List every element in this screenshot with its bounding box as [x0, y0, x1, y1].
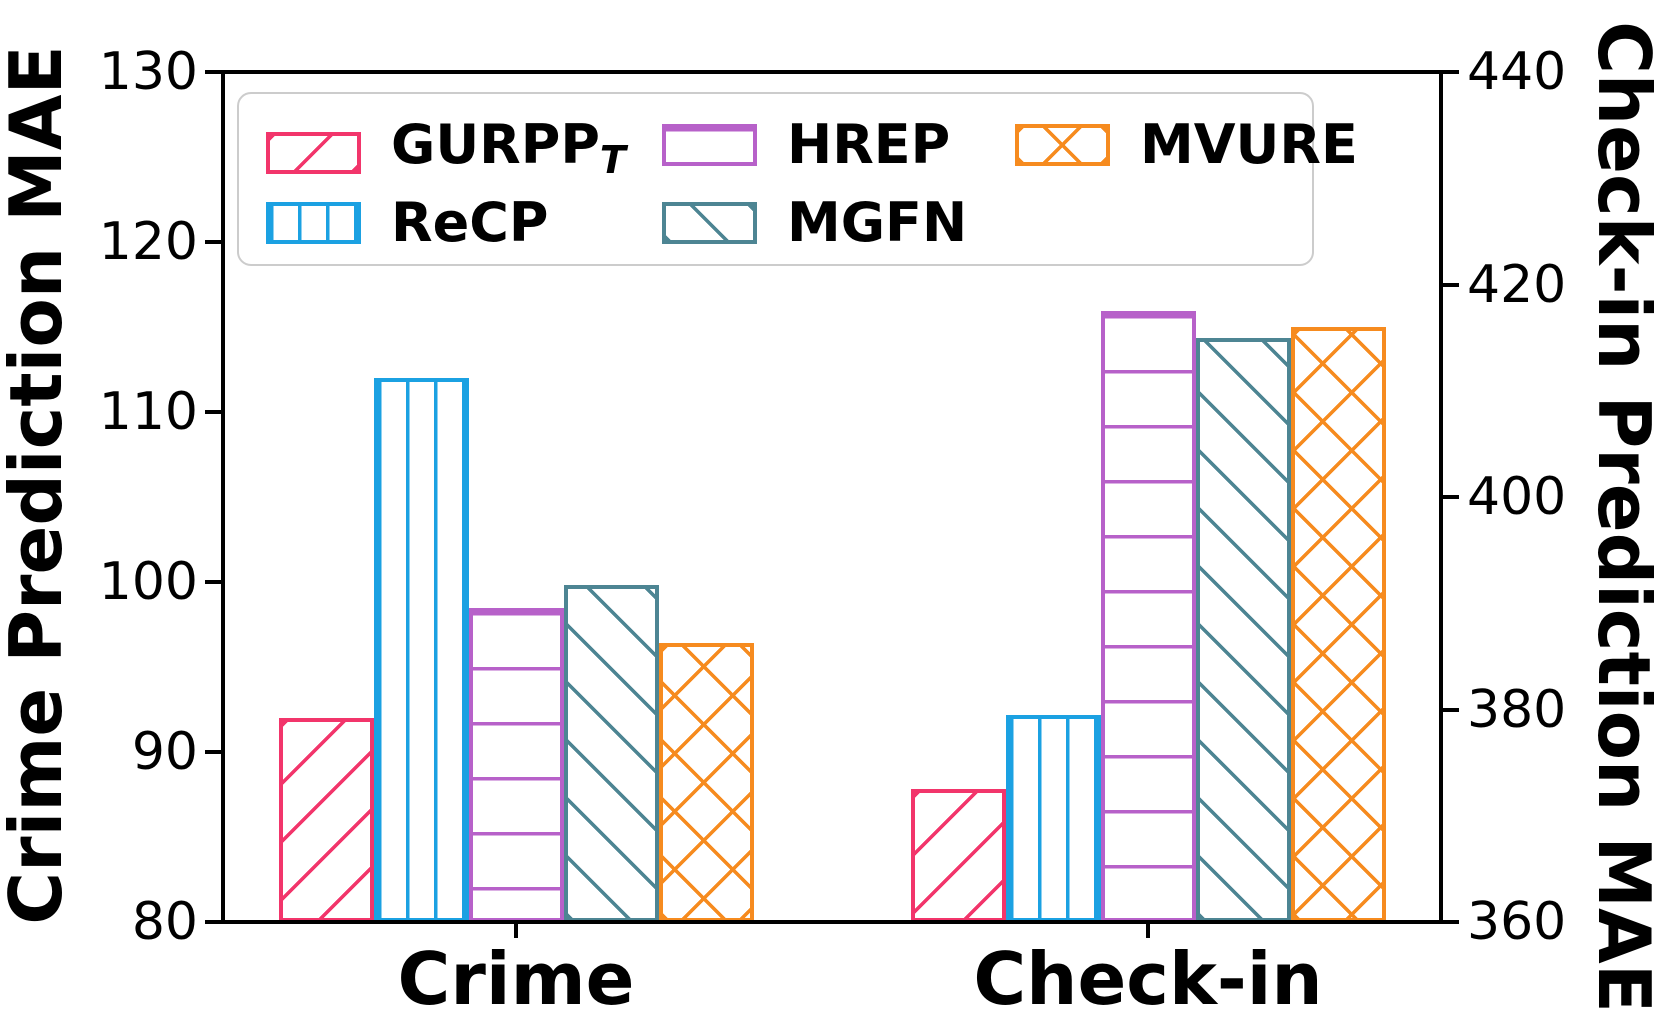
top-spine [221, 70, 1443, 74]
left-y-tick [205, 750, 221, 754]
left-y-tick [205, 580, 221, 584]
legend-swatch-mgfn [662, 202, 757, 244]
legend-item-mvure: MVURE [1015, 118, 1358, 172]
left-y-tick [205, 70, 221, 74]
legend-item-recp: ReCP [266, 196, 548, 250]
legend-label-mvure: MVURE [1140, 113, 1358, 176]
legend-label-gurpp-t: GURPPT [391, 113, 626, 183]
bar-mgfn-check-in [1195, 337, 1291, 922]
legend [237, 92, 1314, 266]
left-y-tick [205, 920, 221, 924]
legend-label-mgfn: MGFN [787, 191, 968, 254]
left-y-tick-label: 80 [131, 892, 198, 952]
left-spine [221, 70, 225, 924]
right-y-tick [1443, 707, 1459, 712]
left-y-tick [205, 410, 221, 414]
x-tick-label-crime: Crime [397, 937, 635, 1021]
legend-item-mgfn: MGFN [662, 196, 967, 250]
right-y-tick [1443, 282, 1459, 287]
left-y-tick-label: 110 [98, 382, 198, 442]
left-y-tick-label: 100 [98, 552, 198, 612]
legend-item-gurpp-t: GURPPT [266, 118, 626, 187]
right-y-tick [1443, 495, 1459, 499]
x-tick [514, 924, 518, 938]
legend-label-hrep: HREP [787, 113, 951, 176]
x-tick [1146, 924, 1150, 938]
bar-hrep-check-in [1100, 311, 1196, 922]
bar-recp-check-in [1005, 714, 1101, 922]
left-y-tick-label: 120 [98, 212, 198, 272]
left-y-tick-label: 130 [98, 42, 198, 102]
bottom-spine [221, 920, 1443, 924]
right-y-tick [1443, 70, 1459, 74]
right-y-tick-label: 400 [1467, 467, 1567, 527]
bar-mgfn-crime [563, 585, 659, 922]
legend-swatch-gurpp-t [266, 131, 361, 174]
legend-swatch-mvure [1015, 124, 1110, 166]
right-spine [1439, 70, 1443, 924]
right-y-tick [1443, 920, 1459, 924]
x-tick-label-check-in: Check-in [973, 937, 1323, 1021]
right-y-tick-label: 380 [1467, 679, 1567, 740]
bar-gurpp-t-check-in [910, 789, 1006, 922]
right-y-tick-label: 440 [1467, 42, 1567, 102]
right-y-tick-label: 360 [1467, 892, 1567, 952]
bar-recp-crime [373, 378, 469, 922]
right-y-tick-label: 420 [1467, 254, 1567, 315]
right-y-axis-title: Check-in Prediction MAE [1582, 21, 1661, 1013]
legend-item-hrep: HREP [662, 118, 950, 172]
left-y-tick-label: 90 [131, 722, 198, 782]
bar-gurpp-t-crime [278, 718, 374, 922]
bar-mvure-crime [658, 643, 754, 922]
left-y-axis-title: Crime Prediction MAE [0, 45, 78, 925]
legend-label-recp: ReCP [391, 191, 549, 254]
legend-swatch-recp [266, 202, 361, 244]
bar-mvure-check-in [1290, 327, 1386, 922]
bar-hrep-crime [468, 607, 564, 922]
legend-swatch-hrep [662, 124, 757, 166]
left-y-tick [205, 240, 221, 244]
